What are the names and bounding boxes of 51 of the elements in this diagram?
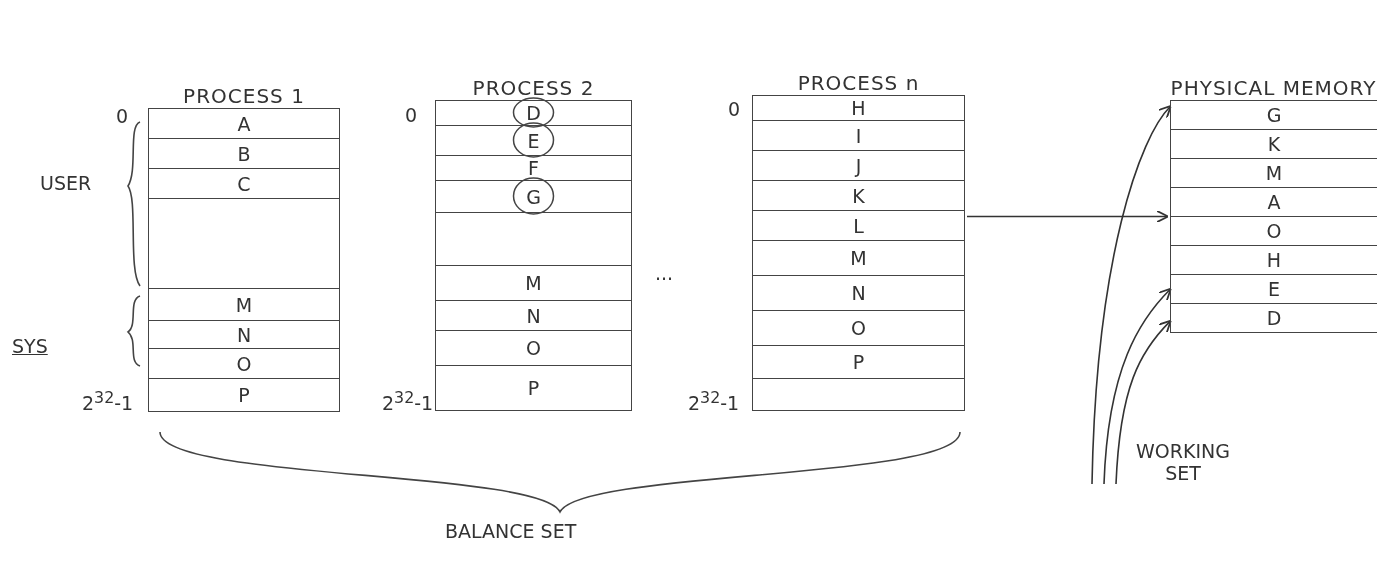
memory-page-row: K	[753, 181, 964, 211]
table-heading: PROCESS 2	[471, 75, 596, 100]
memory-page-row: M	[149, 289, 339, 321]
memory-page-row: G	[1171, 101, 1377, 130]
memory-page-row: H	[1171, 246, 1377, 275]
table-heading: PROCESS 1	[182, 83, 306, 108]
address-label: 0	[116, 105, 129, 127]
memory-page-row: N	[753, 276, 964, 311]
memory-page-row: K	[1171, 130, 1377, 159]
memory-page-row: D	[436, 101, 631, 126]
arrow	[1115, 319, 1172, 485]
memory-page-row: O	[753, 311, 964, 346]
memory-page-row: O	[149, 349, 339, 379]
memory-page-row: F	[436, 156, 631, 181]
memory-page-row: N	[436, 301, 631, 331]
mapping-arrow	[966, 210, 1169, 223]
memory-page-row: D	[1171, 304, 1377, 333]
table-heading: PROCESS n	[796, 70, 921, 95]
region-label: USER	[40, 172, 92, 194]
address-label: 0	[405, 104, 418, 126]
address-label: 2$^{32}$-1	[82, 388, 134, 415]
region-label: SYS	[12, 335, 48, 357]
memory-page-row: B	[149, 139, 339, 169]
memory-page-row: A	[149, 109, 339, 139]
memory-page-row: J	[753, 151, 964, 181]
memory-page-row: P	[436, 366, 631, 411]
arrow	[1103, 287, 1172, 485]
memory-page-row: O	[1171, 217, 1377, 246]
callout-text: WORKING SET	[1128, 440, 1238, 484]
memory-page-row: C	[149, 169, 339, 199]
ellipsis: ...	[655, 262, 674, 284]
memory-page-row: E	[1171, 275, 1377, 304]
memory-page-row: A	[1171, 188, 1377, 217]
address-label: 2$^{32}$-1	[688, 388, 740, 415]
address-label: 0	[728, 98, 741, 120]
memory-page-row: O	[436, 331, 631, 366]
memory-page-row: P	[753, 346, 964, 379]
arrow	[1091, 105, 1172, 485]
memory-page-row: G	[436, 181, 631, 213]
memory-page-row: N	[149, 321, 339, 349]
memory-page-row: H	[753, 96, 964, 121]
memory-page-row: M	[1171, 159, 1377, 188]
memory-page-row: E	[436, 126, 631, 156]
group-label: BALANCE SET	[445, 520, 577, 542]
memory-page-row: L	[753, 211, 964, 241]
memory-page-row: P	[149, 379, 339, 412]
memory-page-row: I	[753, 121, 964, 151]
memory-page-row: M	[753, 241, 964, 276]
address-label: 2$^{32}$-1	[382, 388, 434, 415]
memory-page-row: M	[436, 266, 631, 301]
table-heading: PHYSICAL MEMORY	[1170, 75, 1377, 100]
